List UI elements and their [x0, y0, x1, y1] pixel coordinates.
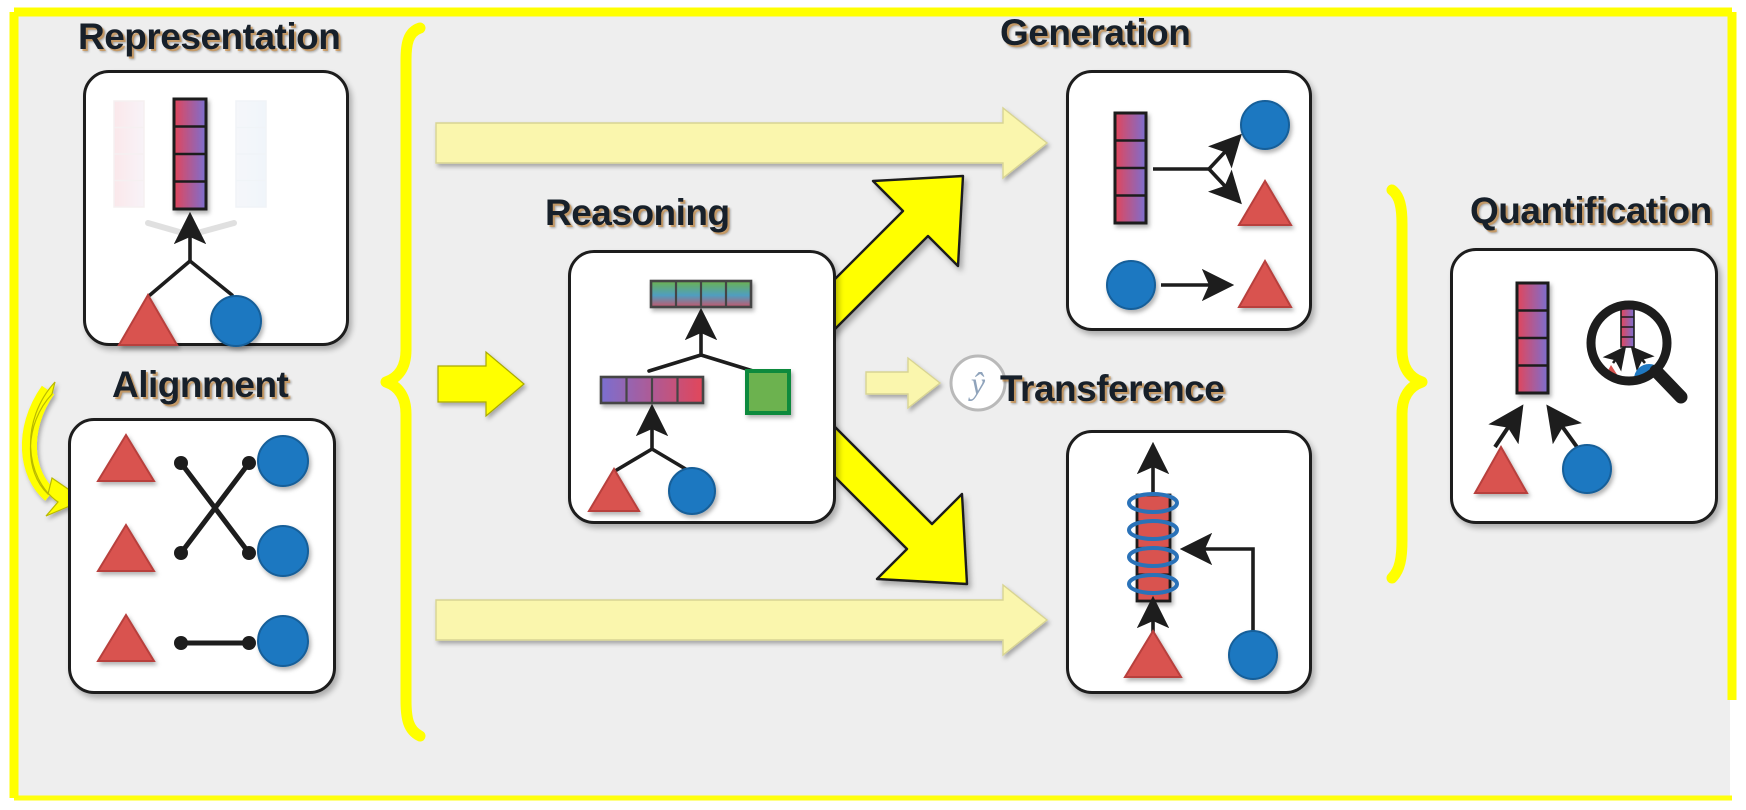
reasoning-graphic	[587, 279, 791, 515]
green-square	[745, 369, 791, 415]
representation-to-generation-pale-arrow	[435, 106, 1049, 180]
merge-up-arrow	[148, 211, 234, 297]
list-item	[96, 523, 156, 572]
panel-generation	[1066, 70, 1312, 331]
top-green-blue-vector	[649, 279, 753, 309]
circle	[1562, 444, 1612, 494]
alignment-graphic	[96, 433, 309, 667]
panel-title-quantification: Quantification	[1470, 190, 1712, 231]
red-purple-vector	[1515, 281, 1550, 395]
faded-blue-vector	[235, 100, 267, 208]
red-purple-vector	[1113, 111, 1148, 225]
transference-graphic	[1123, 441, 1278, 680]
panel-title-reasoning: Reasoning	[545, 192, 730, 233]
quantification-graphic	[1473, 281, 1688, 494]
reasoning-lower-edges	[613, 403, 691, 473]
panel-reasoning	[568, 250, 836, 524]
generation-graphic	[1106, 100, 1293, 310]
input-brace	[380, 22, 426, 742]
panel-title-transference: Transference	[1000, 368, 1225, 409]
panel-quantification	[1450, 248, 1718, 524]
magnifying-glass-icon	[1586, 300, 1688, 404]
side-feedback-arrow	[1179, 532, 1255, 639]
circle	[210, 295, 262, 347]
list-item	[257, 615, 309, 667]
panel-title-generation: Generation	[1000, 12, 1191, 53]
panel-title-representation: Representation	[78, 16, 341, 57]
outer-yellow-frame	[9, 7, 1737, 801]
two-arrows-up	[1488, 404, 1582, 449]
mid-red-purple-vector	[599, 375, 705, 405]
panel-transference	[1066, 430, 1312, 694]
triangle	[1473, 444, 1529, 494]
brace-to-reasoning-arrow	[437, 350, 525, 418]
triangle	[1237, 179, 1293, 226]
circle	[668, 467, 716, 515]
prediction-node-label: ŷ	[970, 365, 986, 401]
triangle	[1237, 258, 1293, 308]
representation-graphic	[113, 97, 267, 347]
output-brace	[1386, 184, 1428, 584]
triangle	[1123, 629, 1183, 678]
reasoning-to-yhat-pale-arrow	[865, 356, 942, 410]
coil-wrap	[1127, 492, 1179, 595]
prediction-node	[949, 354, 1007, 412]
panel-alignment	[68, 418, 336, 694]
list-item	[257, 525, 309, 577]
circle	[1228, 630, 1278, 680]
alignment-to-transference-pale-arrow	[435, 583, 1049, 657]
faded-red-vector	[113, 100, 145, 208]
list-item	[96, 613, 156, 662]
highlighted-gradient-vector	[172, 97, 208, 211]
panel-title-alignment: Alignment	[112, 364, 289, 405]
alignment-links	[174, 456, 256, 650]
reasoning-upper-edges	[647, 307, 755, 373]
panel-representation	[83, 70, 349, 347]
circle	[1106, 260, 1156, 310]
circle	[1240, 100, 1290, 150]
triangle	[587, 467, 641, 512]
list-item	[96, 433, 156, 482]
split-two-arrows	[1153, 133, 1242, 205]
list-item	[257, 435, 309, 487]
triangle	[117, 293, 179, 346]
